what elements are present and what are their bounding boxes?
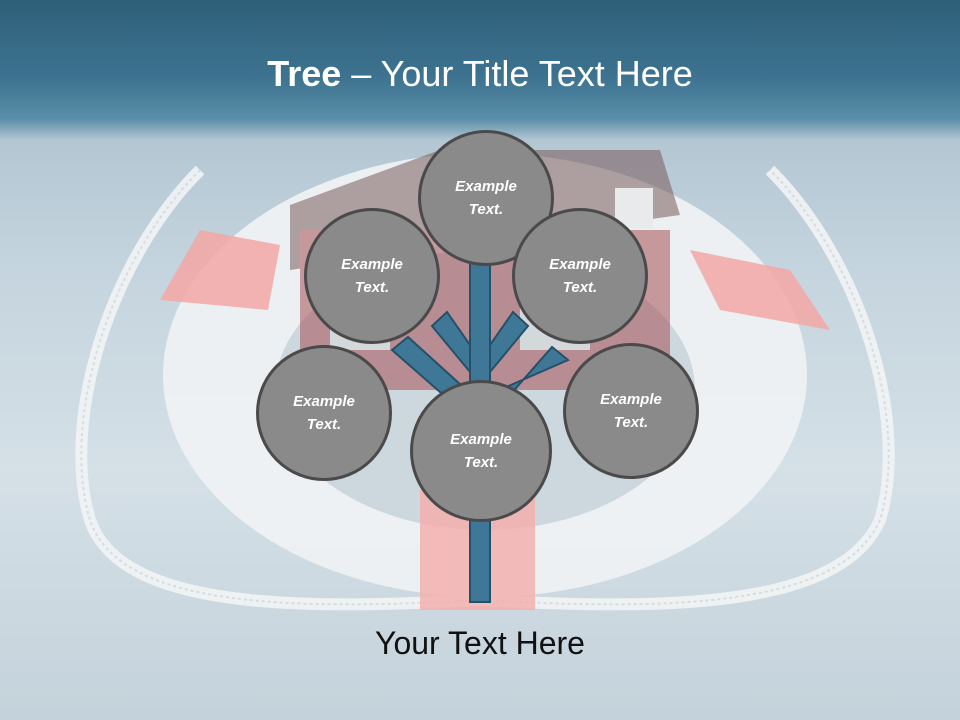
tree-node-top: Example Text. [418,130,554,266]
tree-node-lower-right: Example Text. [563,343,699,479]
tree-node-upper-left: Example Text. [304,208,440,344]
title-bold: Tree [267,53,342,94]
tree-node-trunk: Example Text. [410,380,552,522]
tree-node-label: Example Text. [450,431,512,471]
title-rest: – Your Title Text Here [341,53,693,94]
tree-node-label: Example Text. [600,391,662,431]
tree-node-label: Example Text. [341,256,403,296]
tree-node-label: Example Text. [455,178,517,218]
tree-node-upper-right: Example Text. [512,208,648,344]
tree-node-label: Example Text. [549,256,611,296]
tree-node-label: Example Text. [293,393,355,433]
tree-node-lower-left: Example Text. [256,345,392,481]
slide-title: Tree – Your Title Text Here [0,52,960,96]
header-band [0,0,960,140]
footer-text: Your Text Here [375,625,585,661]
